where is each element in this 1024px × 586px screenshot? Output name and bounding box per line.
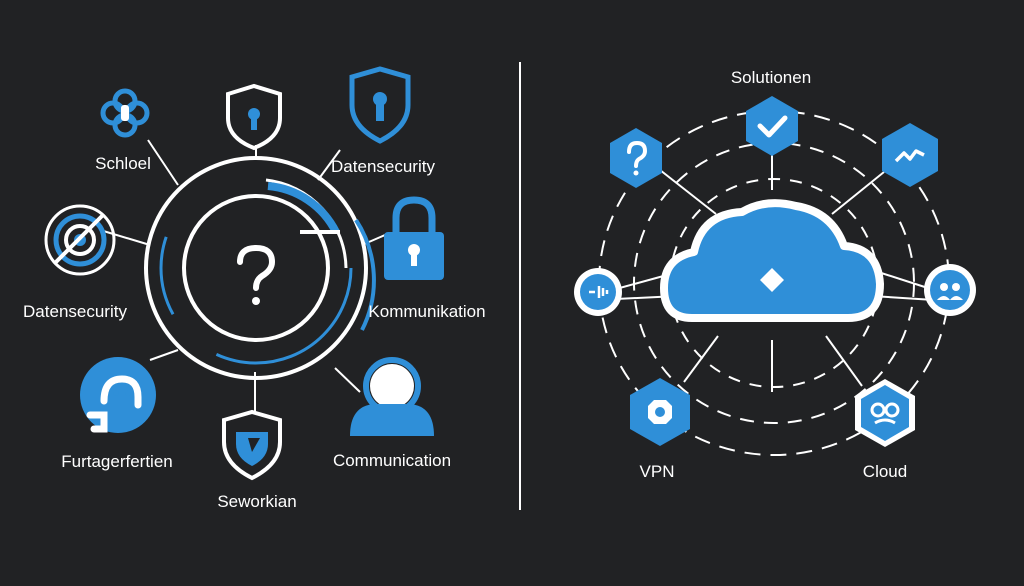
connector-lines (99, 139, 386, 412)
label-furtagerfertien: Furtagerfertien (61, 452, 173, 471)
label-cloud: Cloud (862, 462, 908, 481)
label-datensecurity-left: Datensecurity (23, 302, 127, 321)
label-datensecurity-top: Datensecurity (331, 157, 435, 176)
shield-icon (222, 409, 282, 481)
padlock-icon (384, 196, 444, 280)
connector-lines (615, 150, 935, 392)
left-panel (44, 66, 444, 481)
panel-title: Solutionen (730, 68, 812, 87)
label-communication: Communication (332, 451, 452, 470)
chart-line-icon (882, 123, 938, 187)
shield-keyhole-icon (226, 83, 282, 151)
central-rings (144, 156, 376, 380)
fingerprint-icon (44, 204, 116, 276)
label-schloel: Schloel (95, 154, 151, 173)
label-kommunikation: Kommunikation (368, 302, 486, 321)
signal-icon (574, 268, 622, 316)
label-vpn: VPN (639, 462, 675, 481)
shield-keyhole-icon (349, 66, 411, 144)
vpn-lock-icon (630, 378, 690, 446)
cloud-face-icon (855, 379, 915, 447)
link-icon (100, 88, 150, 138)
question-mark-icon (237, 244, 276, 305)
right-panel (574, 96, 976, 456)
label-seworkian: Seworkian (217, 492, 297, 511)
cloud-icon (660, 199, 884, 322)
question-mark-icon (610, 128, 662, 188)
user-icon (350, 357, 434, 436)
checkmark-icon (746, 96, 798, 156)
chat-bubble-icon (80, 357, 156, 433)
users-icon (924, 264, 976, 316)
